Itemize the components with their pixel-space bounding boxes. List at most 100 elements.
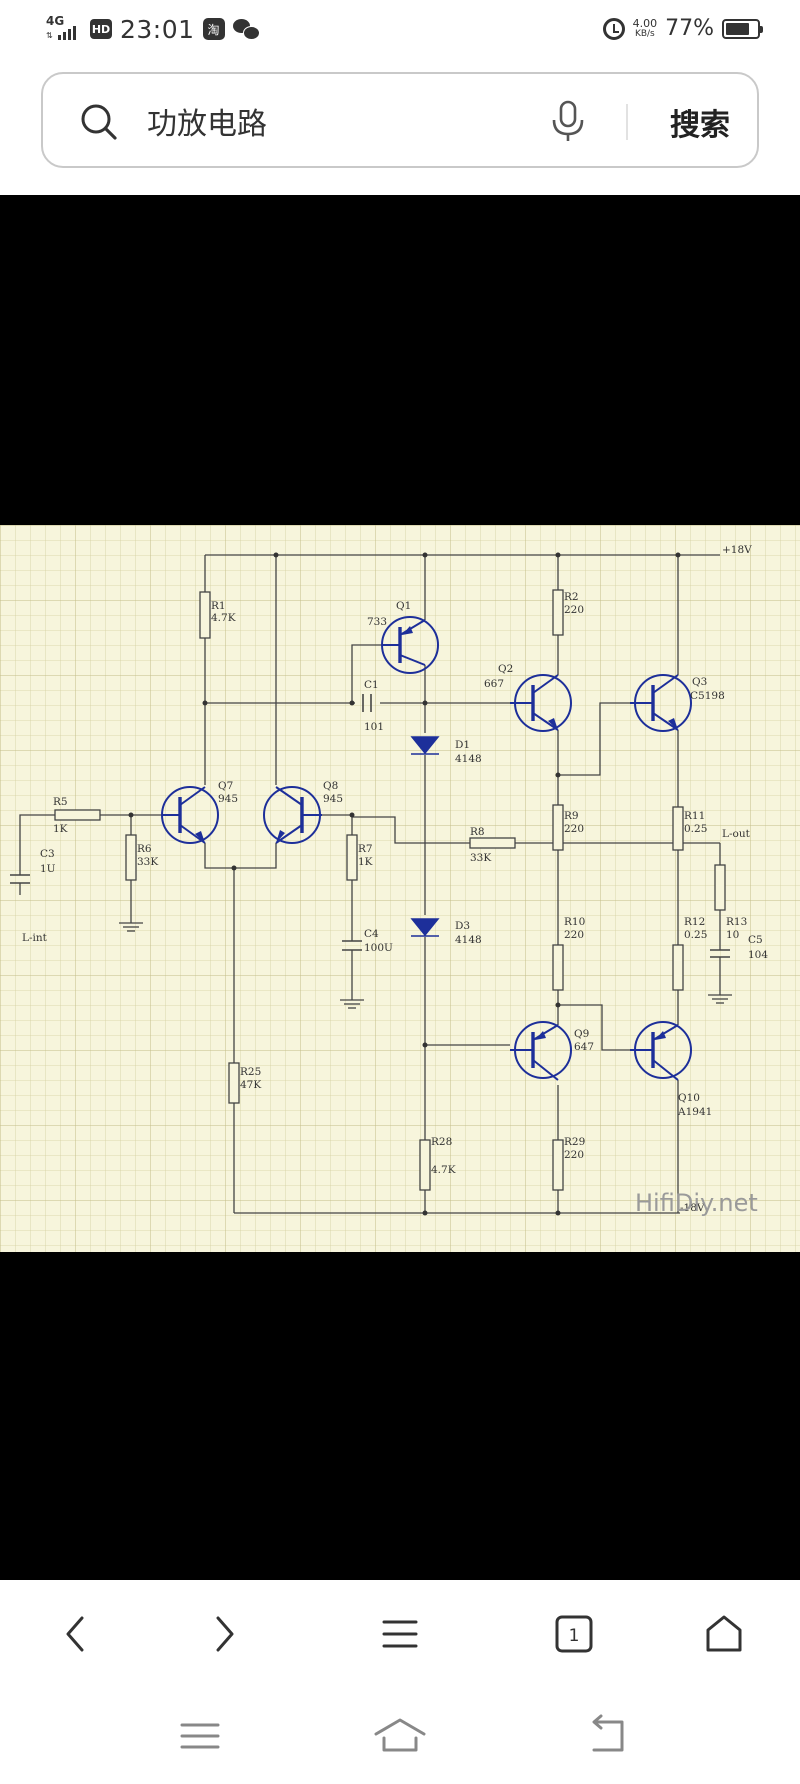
value-d1: 4148 (455, 753, 482, 765)
value-q7: 945 (218, 793, 238, 805)
value-c1: 101 (364, 721, 384, 733)
value-q1: 733 (367, 616, 387, 628)
value-r10: 220 (564, 929, 584, 941)
value-r25: 47K (240, 1079, 261, 1091)
back-icon (592, 1714, 624, 1752)
home-icon (706, 1615, 742, 1652)
back-icon (66, 1616, 84, 1652)
home-button[interactable] (692, 1602, 756, 1666)
browser-toolbar: 1 (0, 1580, 800, 1690)
watermark: HifiDiy.net (635, 1189, 758, 1217)
value-r7: 1K (358, 856, 373, 868)
value-q3: C5198 (690, 690, 725, 702)
taobao-icon: 淘 (202, 18, 225, 40)
back-button[interactable] (44, 1602, 108, 1666)
label-q8: Q8 (323, 780, 338, 792)
forward-icon (216, 1616, 234, 1652)
label-supply-positive: +18V (722, 544, 752, 556)
label-supply-negative: -18V (680, 1202, 705, 1214)
tab-count: 1 (569, 1626, 580, 1646)
menu-icon (382, 1620, 418, 1648)
label-d1: D1 (455, 739, 470, 751)
label-r12: R12 (684, 916, 705, 928)
value-r8: 33K (470, 852, 491, 864)
label-r13: R13 (726, 916, 747, 928)
search-icon[interactable] (79, 102, 119, 142)
label-r5: R5 (53, 796, 68, 808)
battery-icon (722, 18, 763, 39)
microphone-icon[interactable] (549, 100, 587, 144)
network-speed: 4.00 KB/s (633, 18, 658, 40)
forward-button[interactable] (192, 1602, 256, 1666)
label-c1: C1 (364, 679, 379, 691)
value-d3: 4148 (455, 934, 482, 946)
label-r1: R1 (211, 600, 226, 612)
value-q2: 667 (484, 678, 504, 690)
label-input: L-int (22, 932, 48, 944)
home-icon (374, 1718, 426, 1752)
label-r29: R29 (564, 1136, 585, 1148)
system-back-button[interactable] (576, 1708, 640, 1764)
signal-icon: 4G ⇅ (46, 14, 82, 44)
value-r1: 4.7K (211, 612, 236, 624)
value-r13: 10 (726, 929, 739, 941)
value-r5: 1K (53, 823, 68, 835)
tabs-icon: 1 (555, 1615, 593, 1653)
label-d3: D3 (455, 920, 470, 932)
label-c3: C3 (40, 848, 55, 860)
label-q9: Q9 (574, 1028, 589, 1040)
label-r25: R25 (240, 1066, 261, 1078)
status-bar: 4G ⇅ HD 23:01 淘 4.00 KB/s 77% (0, 0, 800, 62)
value-r28: 4.7K (431, 1164, 456, 1176)
label-r2: R2 (564, 591, 579, 603)
schematic-drawing: +18V -18V L-int L-out R1 4.7K R2 220 R5 … (0, 525, 800, 1252)
value-q8: 945 (323, 793, 343, 805)
value-c5: 104 (748, 949, 768, 961)
recent-apps-button[interactable] (168, 1708, 232, 1764)
value-c4: 100U (364, 942, 393, 954)
recent-apps-icon (180, 1723, 220, 1749)
system-home-button[interactable] (368, 1708, 432, 1764)
value-c3: 1U (40, 863, 56, 875)
network-type: 4G (46, 14, 65, 28)
label-q7: Q7 (218, 780, 233, 792)
label-q1: Q1 (396, 600, 411, 612)
battery-fill (726, 22, 750, 35)
label-r6: R6 (137, 843, 152, 855)
value-r29: 220 (564, 1149, 584, 1161)
value-r12: 0.25 (684, 929, 707, 941)
value-r6: 33K (137, 856, 158, 868)
value-r11: 0.25 (684, 823, 707, 835)
value-r2: 220 (564, 604, 584, 616)
label-output: L-out (722, 828, 751, 840)
image-viewer[interactable]: +18V -18V L-int L-out R1 4.7K R2 220 R5 … (0, 195, 800, 1580)
value-q9: 647 (574, 1041, 594, 1053)
label-r9: R9 (564, 810, 579, 822)
value-r9: 220 (564, 823, 584, 835)
clock: 23:01 (120, 14, 195, 44)
label-r8: R8 (470, 826, 485, 838)
label-r11: R11 (684, 810, 705, 822)
label-q3: Q3 (692, 676, 707, 688)
label-r10: R10 (564, 916, 585, 928)
battery-percent: 77% (665, 16, 714, 41)
label-c4: C4 (364, 928, 379, 940)
wechat-icon (232, 18, 260, 40)
label-r28: R28 (431, 1136, 452, 1148)
amplifier-schematic-image[interactable]: +18V -18V L-int L-out R1 4.7K R2 220 R5 … (0, 525, 800, 1252)
menu-button[interactable] (368, 1602, 432, 1666)
label-r7: R7 (358, 843, 373, 855)
tabs-button[interactable]: 1 (542, 1602, 606, 1666)
system-navigation-bar (0, 1690, 800, 1784)
search-button[interactable]: 搜索 (655, 96, 745, 148)
hd-icon: HD (90, 19, 112, 39)
search-divider (626, 104, 628, 140)
speed-unit: KB/s (634, 28, 655, 39)
label-q2: Q2 (498, 663, 513, 675)
label-q10: Q10 (678, 1092, 700, 1104)
search-input[interactable] (147, 96, 557, 146)
alarm-icon (602, 17, 625, 40)
search-bar: 搜索 (41, 72, 759, 168)
value-q10: A1941 (677, 1106, 712, 1118)
speed-value: 4.00 (632, 16, 658, 30)
